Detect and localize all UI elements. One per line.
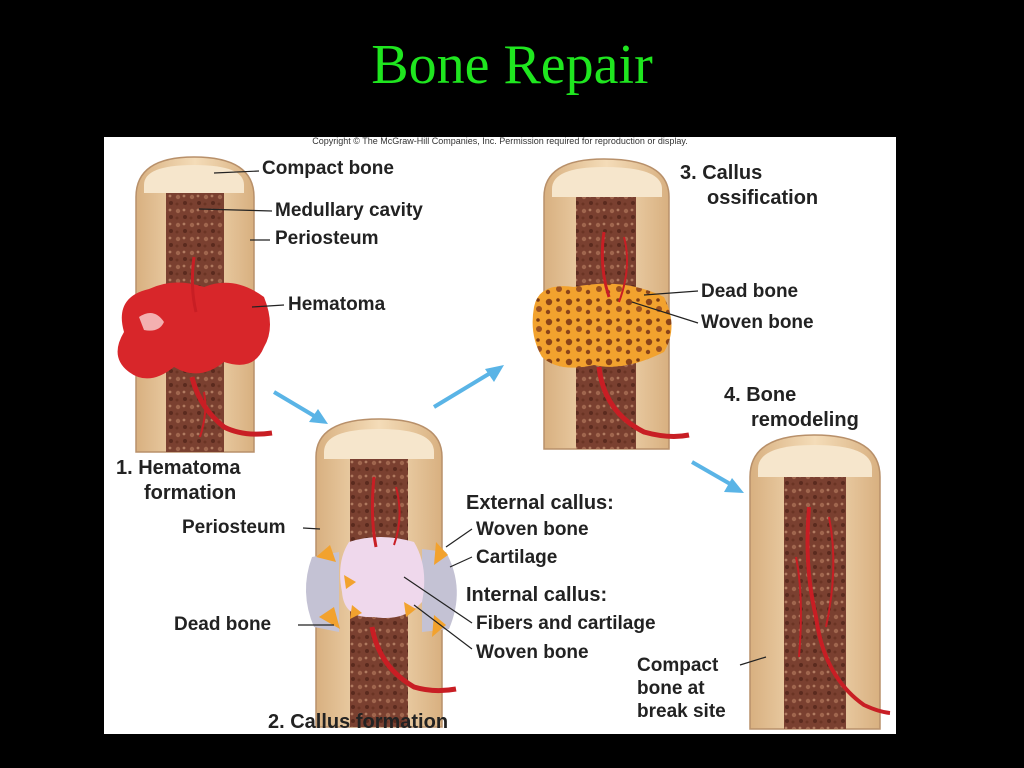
label-compact-bone: Compact bone xyxy=(262,158,394,179)
label-woven-bone-int: Woven bone xyxy=(476,642,589,663)
stage4-leader xyxy=(739,656,767,666)
label-periosteum-2: Periosteum xyxy=(182,517,286,538)
label-compact-line1: Compact xyxy=(637,655,719,676)
stage2-bone xyxy=(305,418,457,728)
label-internal-callus: Internal callus: xyxy=(466,584,608,606)
arrow-stage2-to-3 xyxy=(432,370,494,409)
label-external-callus: External callus: xyxy=(466,492,614,514)
stage4-caption-line2: remodeling xyxy=(751,409,859,431)
stage2-caption: 2. Callus formation xyxy=(268,711,449,733)
arrow-stage1-to-2 xyxy=(272,390,318,419)
stage3-leaders xyxy=(631,290,699,324)
diagram-artwork xyxy=(117,156,891,730)
slide-title: Bone Repair xyxy=(371,34,653,96)
stage4-bone xyxy=(749,434,891,730)
label-compact-line3: break site xyxy=(637,701,726,722)
label-medullary-cavity: Medullary cavity xyxy=(275,200,423,221)
stage2-leaders xyxy=(298,527,473,650)
label-periosteum-1: Periosteum xyxy=(275,228,379,249)
diagram-panel: Copyright © The McGraw-Hill Companies, I… xyxy=(104,137,896,734)
stage1-leaders xyxy=(198,170,285,308)
stage3-bone xyxy=(532,158,690,450)
stage1-bone xyxy=(117,156,273,453)
label-compact-line2: bone at xyxy=(637,678,705,699)
arrow-head-1 xyxy=(309,409,328,424)
arrow-stage3-to-4 xyxy=(691,460,733,487)
copyright-notice: Copyright © The McGraw-Hill Companies, I… xyxy=(312,137,688,146)
label-dead-bone-2: Dead bone xyxy=(174,614,272,635)
arrow-head-3 xyxy=(724,478,744,493)
label-cartilage: Cartilage xyxy=(476,547,558,568)
stage4-caption-line1: 4. Bone xyxy=(724,384,797,406)
label-hematoma: Hematoma xyxy=(288,294,386,315)
label-fibers-cartilage: Fibers and cartilage xyxy=(476,613,656,634)
label-woven-bone-ext: Woven bone xyxy=(476,519,589,540)
label-dead-bone-3: Dead bone xyxy=(701,281,799,302)
stage3-caption-line1: 3. Callus xyxy=(680,162,763,184)
label-woven-bone-3: Woven bone xyxy=(701,312,814,333)
stage3-caption-line2: ossification xyxy=(707,187,819,209)
arrow-head-2 xyxy=(485,365,504,382)
stage1-caption-line2: formation xyxy=(144,482,237,504)
stage1-caption-line1: 1. Hematoma xyxy=(116,457,241,479)
